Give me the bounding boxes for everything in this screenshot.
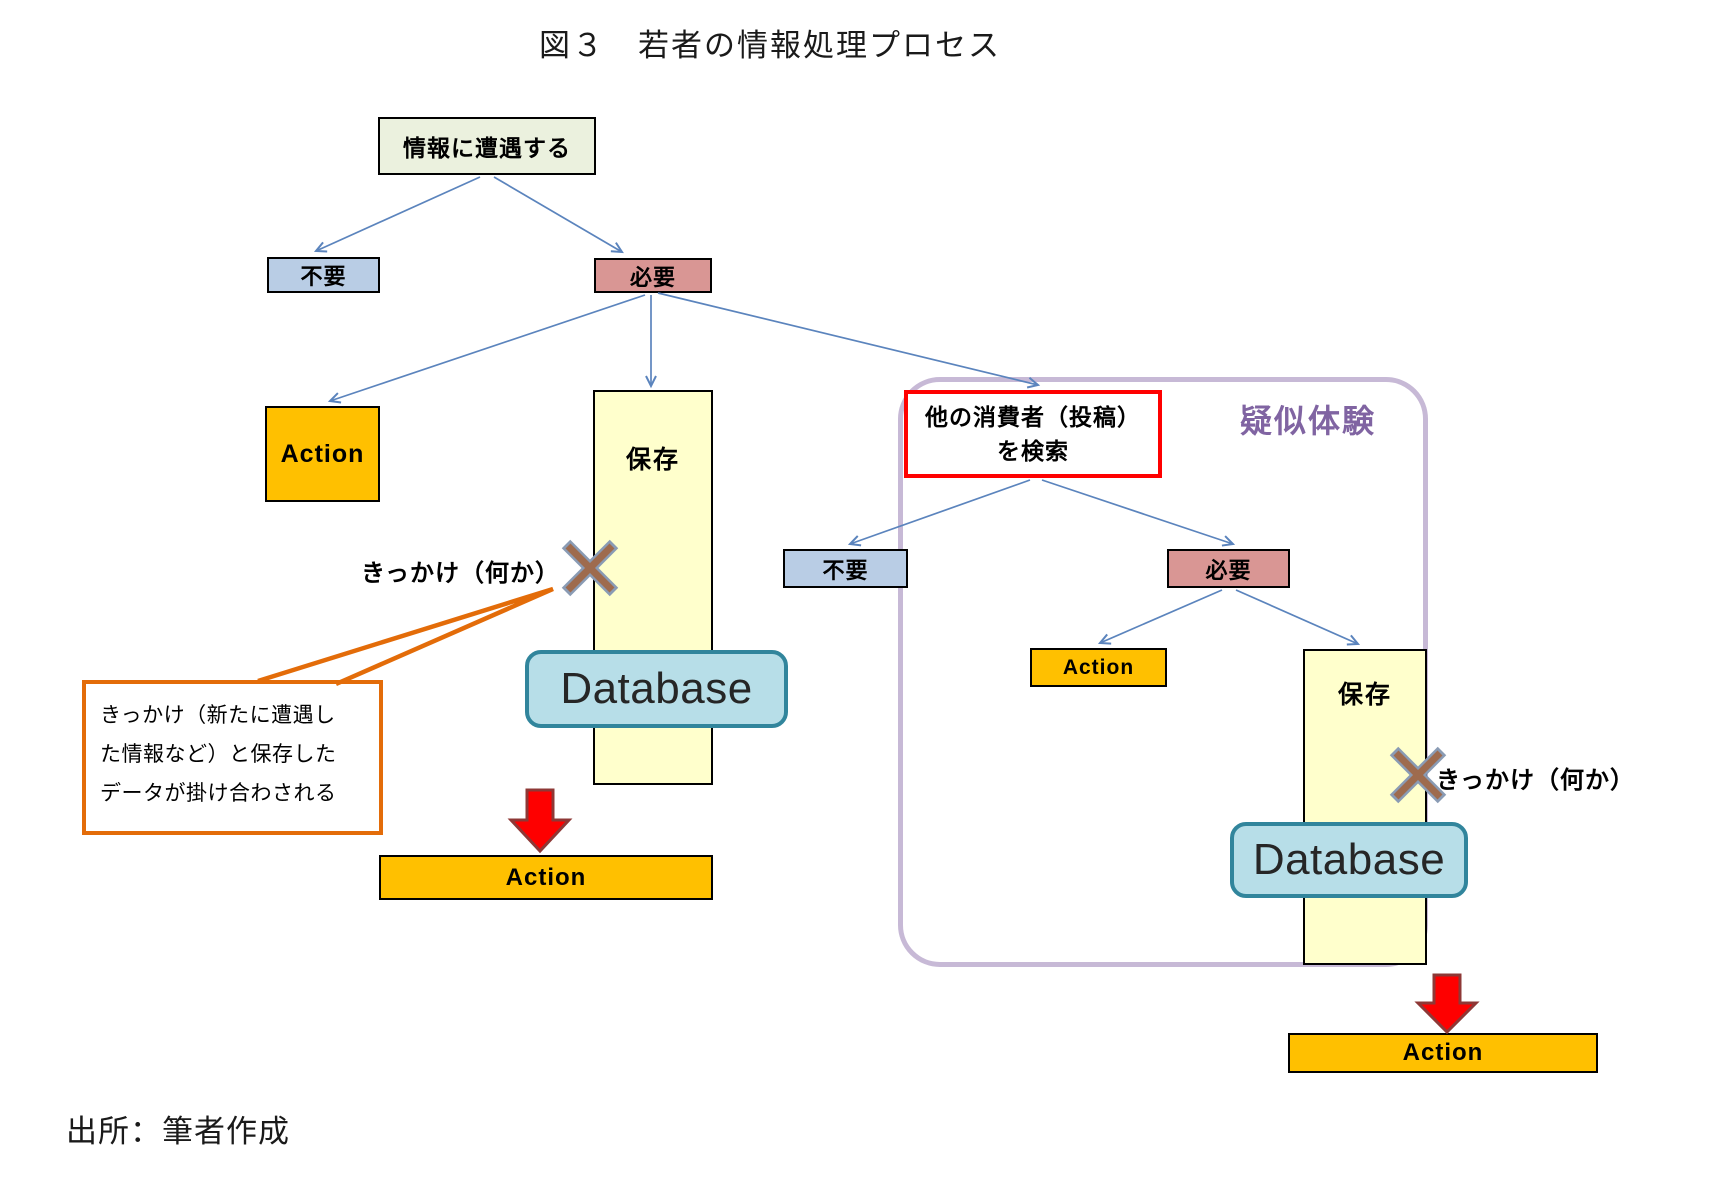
action-box-left: Action (265, 406, 380, 502)
connector-necessary-to-action-left (327, 294, 646, 404)
callout-line-1: きっかけ（新たに遭遇し (100, 704, 336, 727)
source-note: 出所：筆者作成 (66, 1114, 290, 1149)
save-column-right: 保存 (1303, 649, 1427, 965)
search-consumers-box: 他の消費者（投稿） を検索 (904, 390, 1162, 478)
action-bar-right: Action (1288, 1033, 1598, 1073)
connector-start-to-necessary-left (493, 176, 624, 254)
decision-unnecessary-right: 不要 (783, 549, 908, 588)
database-right: Database (1230, 822, 1468, 898)
trigger-label-right: きっかけ（何か） (1436, 767, 1636, 794)
connector-start-to-unnecessary-left (313, 176, 481, 253)
save-label-right: 保存 (1337, 681, 1392, 709)
decision-unnecessary-left: 不要 (267, 257, 380, 293)
callout-line-2: た情報など）と保存した (100, 743, 337, 766)
search-box-line-1: 他の消費者（投稿） (925, 404, 1141, 430)
decision-necessary-right: 必要 (1167, 549, 1290, 588)
save-label-left: 保存 (625, 446, 680, 474)
trigger-label-left: きっかけ（何か） (360, 560, 560, 587)
connector-necessary-to-search-box (657, 292, 1041, 389)
down-arrow-right (1414, 973, 1480, 1035)
callout-line-3: データが掛け合わされる (100, 782, 337, 805)
start-box: 情報に遭遇する (378, 117, 596, 175)
callout-tail (257, 586, 554, 687)
search-box-line-2: を検索 (997, 438, 1069, 464)
database-left: Database (525, 650, 788, 728)
pseudo-experience-label: 疑似体験 (1240, 403, 1377, 439)
down-arrow-left (507, 788, 573, 854)
figure-title: 図３ 若者の情報処理プロセス (539, 28, 1001, 63)
callout-box: きっかけ（新たに遭遇し た情報など）と保存した データが掛け合わされる (82, 680, 383, 835)
action-bar-left: Action (379, 855, 713, 900)
action-box-right: Action (1030, 648, 1167, 687)
decision-necessary-left: 必要 (594, 258, 712, 293)
